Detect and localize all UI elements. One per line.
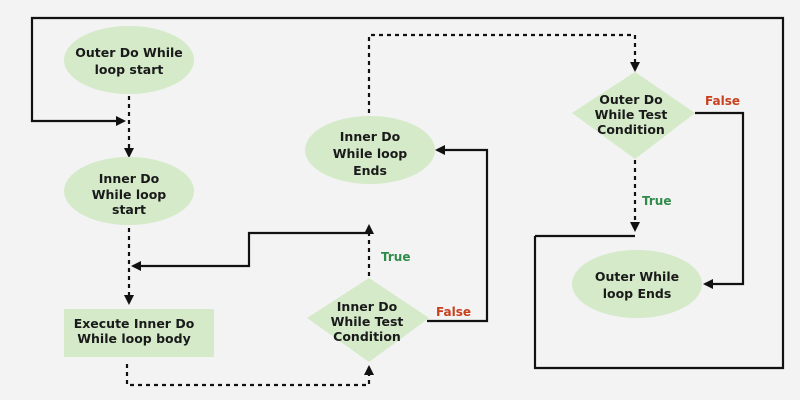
inner-test-decision: Inner Do While Test Condition [307,278,429,362]
svg-text:Condition: Condition [597,122,665,137]
svg-text:loop start: loop start [95,62,164,77]
svg-text:While loop: While loop [333,146,408,161]
inner-end-to-outer-test-arrow [367,33,640,113]
svg-text:Inner Do: Inner Do [340,129,401,144]
inner-true-label: True [381,250,410,264]
svg-text:While Test: While Test [331,314,404,329]
svg-text:While loop: While loop [92,187,167,202]
svg-text:start: start [112,202,146,217]
svg-text:Outer While: Outer While [595,269,679,284]
inner-false-label: False [436,305,471,319]
svg-text:While loop body: While loop body [77,331,190,346]
svg-text:While Test: While Test [595,107,668,122]
outer-end-node: Outer While loop Ends [572,250,702,318]
outer-loop-back-arrow [30,16,785,370]
svg-text:Execute Inner Do: Execute Inner Do [74,316,195,331]
inner-start-node: Inner Do While loop start [64,157,194,225]
outer-start-node: Outer Do While loop start [64,26,194,94]
svg-text:Inner Do: Inner Do [337,299,398,314]
inner-false-arrow [427,145,489,323]
body-to-test-arrow [125,364,374,387]
svg-text:loop Ends: loop Ends [603,286,672,301]
svg-text:Outer Do: Outer Do [599,92,663,107]
outer-false-arrow [695,111,745,289]
svg-text:Condition: Condition [333,329,401,344]
svg-text:Inner Do: Inner Do [99,171,160,186]
inner-true-loop-arrow [131,231,369,271]
body-process-node: Execute Inner Do While loop body [64,309,214,357]
outer-false-label: False [705,94,740,108]
outer-true-label: True [642,194,671,208]
svg-text:Ends: Ends [353,163,387,178]
svg-text:Outer Do While: Outer Do While [75,45,183,60]
inner-end-node: Inner Do While loop Ends [305,116,435,184]
outer-test-decision: Outer Do While Test Condition [572,72,695,159]
